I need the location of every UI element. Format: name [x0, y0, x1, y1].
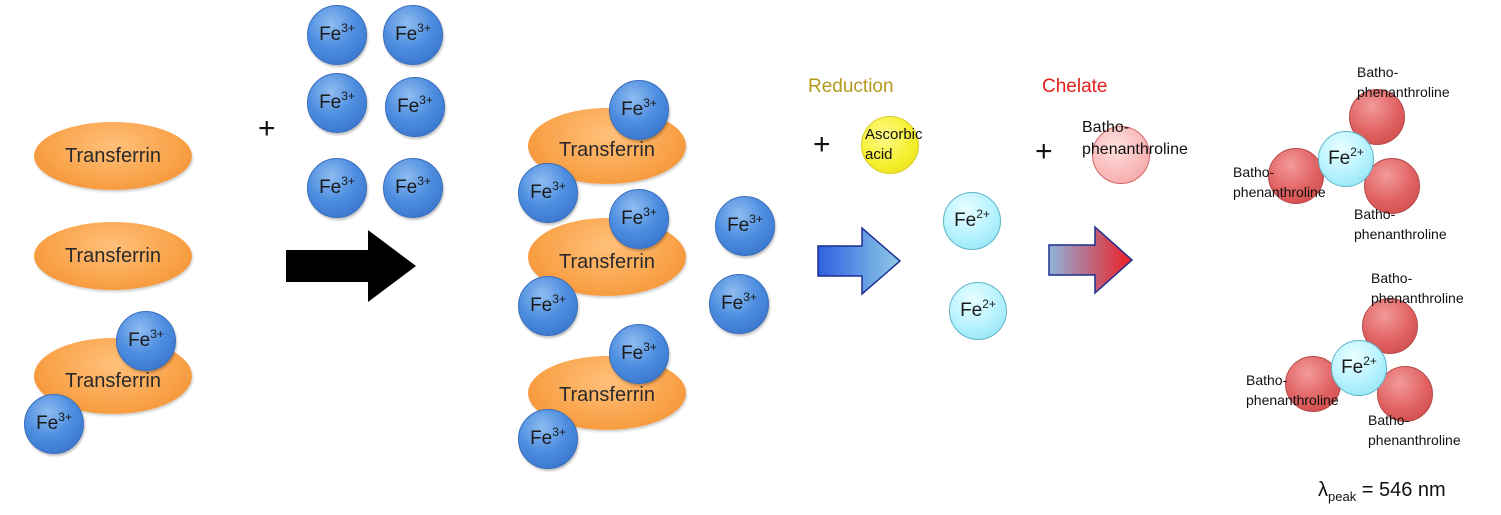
transferrin-1: Transferrin	[34, 122, 192, 190]
fe3-ion: Fe3+	[116, 311, 176, 371]
transferrin-label: Transferrin	[559, 138, 655, 161]
ligand-label: Batho-phenanthroline	[1354, 206, 1447, 242]
chelate-arrow	[1048, 225, 1134, 295]
bathophenanthroline-ligand	[1268, 148, 1324, 204]
fe3-ion: Fe3+	[609, 324, 669, 384]
fe3-ion: Fe3+	[383, 5, 443, 65]
fe3-ion: Fe3+	[24, 394, 84, 454]
fe3-ion: Fe3+	[609, 80, 669, 140]
fe3-ion: Fe3+	[385, 77, 445, 137]
plus-sign: +	[258, 112, 276, 145]
plus-sign: +	[813, 128, 831, 161]
transferrin-2: Transferrin	[34, 222, 192, 290]
fe2-complex-center: Fe2+	[1318, 131, 1374, 187]
transferrin-label: Transferrin	[559, 383, 655, 406]
reduction-label: Reduction	[808, 76, 894, 97]
fe3-ion: Fe3+	[307, 5, 367, 65]
ligand-label: Batho-phenanthroline	[1357, 64, 1450, 100]
transferrin-label: Transferrin	[559, 250, 655, 273]
bathophenanthroline-molecule	[1092, 126, 1150, 184]
ligand-label: Batho-phenanthroline	[1246, 372, 1339, 408]
fe3-ion: Fe3+	[709, 274, 769, 334]
ascorbic-acid-molecule	[861, 116, 919, 174]
fe3-ion: Fe3+	[383, 158, 443, 218]
fe2-ion: Fe2+	[949, 282, 1007, 340]
fe3-ion: Fe3+	[518, 163, 578, 223]
fe2-ion: Fe2+	[943, 192, 1001, 250]
bathophenanthroline-ligand	[1377, 366, 1433, 422]
bathophenanthroline-label: Batho-phenanthroline	[1082, 119, 1188, 158]
fe3-ion: Fe3+	[307, 73, 367, 133]
ligand-label: Batho-phenanthroline	[1371, 270, 1464, 306]
fe3-ion: Fe3+	[518, 276, 578, 336]
bathophenanthroline-ligand	[1364, 158, 1420, 214]
lambda-peak-label: λpeak = 546 nm	[1318, 479, 1446, 504]
transferrin-label: Transferrin	[65, 244, 161, 267]
chelate-label: Chelate	[1042, 76, 1108, 97]
fe3-ion: Fe3+	[609, 189, 669, 249]
plus-sign: +	[1035, 135, 1053, 168]
transferrin-label: Transferrin	[65, 369, 161, 392]
fe3-ion: Fe3+	[715, 196, 775, 256]
fe3-ion: Fe3+	[518, 409, 578, 469]
fe2-complex-center: Fe2+	[1331, 340, 1387, 396]
reduction-arrow	[817, 226, 902, 296]
fe3-ion: Fe3+	[307, 158, 367, 218]
ligand-label: Batho-phenanthroline	[1233, 164, 1326, 200]
ligand-label: Batho-phenanthroline	[1368, 412, 1461, 448]
transferrin-label: Transferrin	[65, 144, 161, 167]
reaction-arrow	[286, 230, 416, 302]
